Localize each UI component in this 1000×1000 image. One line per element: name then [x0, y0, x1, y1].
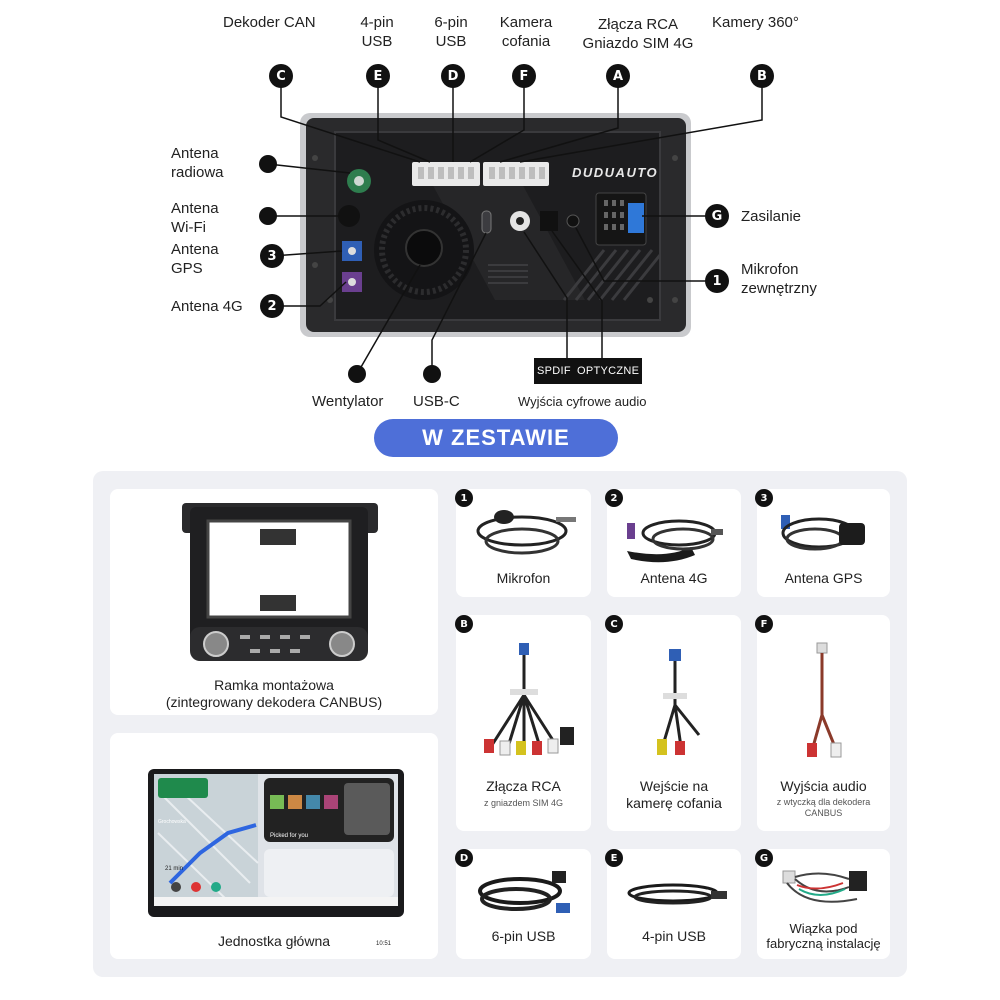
gps-antenna-illustration: [781, 515, 865, 551]
usb6-cable-illustration: [478, 871, 570, 913]
kit-mic-title: Mikrofon: [496, 570, 551, 586]
rear-panel-diagram: Dekoder CAN 4-pin USB 6-pin USB Kamera c…: [0, 0, 1000, 470]
mic-illustration: [476, 510, 576, 555]
kit-badge-g: G: [755, 849, 773, 867]
label-radio-antenna: Antena radiowa: [171, 145, 224, 181]
kit-card-4g: Antena 4G: [607, 489, 741, 597]
label-rear-camera: Kamera cofania: [499, 14, 553, 50]
kit-card-head-unit: Grochowska 21 min Picked for you 10:51 J…: [110, 733, 438, 959]
lte-antenna-illustration: [627, 519, 723, 563]
badge-g: G: [705, 204, 729, 228]
kit-badge-e: E: [605, 849, 623, 867]
usb4-cable-illustration: [627, 883, 727, 905]
badge-c: C: [269, 64, 293, 88]
kit-badge-1: 1: [455, 489, 473, 507]
optical-port: [540, 211, 558, 231]
badge-3: 3: [260, 244, 284, 268]
label-rca: Złącza RCA Gniazdo SIM 4G: [582, 16, 694, 52]
kit-card-usb4: 4-pin USB: [607, 849, 741, 959]
status-time: 10:51: [376, 941, 392, 947]
label-digital-audio: Wyjścia cyfrowe audio: [518, 394, 647, 409]
kit-audio-subtitle: z wtyczką dla dekodera CANBUS: [776, 797, 871, 818]
wiring-harness-illustration: [782, 870, 867, 903]
power-connector-clip: [628, 203, 644, 233]
mic-jack: [566, 214, 580, 228]
label-mic: Mikrofon zewnętrzny: [741, 261, 817, 297]
audio-outputs-illustration: [807, 642, 842, 758]
kit-badge-b: B: [455, 615, 473, 633]
kit-gps-title: Antena GPS: [784, 570, 863, 586]
label-wifi-antenna: Antena Wi-Fi: [171, 200, 219, 236]
media-picked: Picked for you: [270, 833, 309, 839]
camera-harness-illustration: [657, 649, 701, 755]
kit-card-rca: Złącza RCA z gniazdem SIM 4G: [456, 615, 591, 831]
kit-badge-c: C: [605, 615, 623, 633]
kit-harness-title: Wiązka pod fabryczną instalację: [766, 921, 881, 951]
label-usb6: 6-pin USB: [434, 14, 468, 50]
kit-unit-title: Jednostka główna: [217, 933, 331, 949]
kit-card-audio: Wyjścia audio z wtyczką dla dekodera CAN…: [757, 615, 890, 831]
map-eta: 21 min: [165, 866, 184, 872]
label-power: Zasilanie: [741, 208, 802, 225]
kit-panel: Ramka montażowa (zintegrowany dekodera C…: [93, 471, 907, 977]
label-usb4: 4-pin USB: [360, 14, 394, 50]
badge-1: 1: [705, 269, 729, 293]
usbc-port: [481, 210, 492, 234]
kit-badge-2: 2: [605, 489, 623, 507]
rear-panel-illustration: [267, 76, 763, 375]
fan-hub: [405, 229, 443, 267]
kit-card-harness: Wiązka pod fabryczną instalację: [757, 849, 890, 959]
badge-b: B: [750, 64, 774, 88]
label-can-decoder: Dekoder CAN: [223, 14, 316, 31]
label-usbc: USB-C: [413, 393, 460, 410]
mounting-frame-illustration: [182, 503, 378, 661]
kit-card-mic: Mikrofon: [456, 489, 591, 597]
badge-f: F: [512, 64, 536, 88]
kit-badge-3: 3: [755, 489, 773, 507]
kit-card-camera: Wejście na kamerę cofania: [607, 615, 741, 831]
trim-plate: [430, 180, 585, 300]
kit-heading: W ZESTAWIE: [374, 419, 618, 457]
marker-usbc: [423, 365, 441, 383]
kit-rca-title: Złącza RCA: [486, 778, 561, 794]
leader-lines: [267, 76, 763, 375]
device-brand-logo: DUDUAUTO: [572, 165, 659, 180]
badge-2: 2: [260, 294, 284, 318]
label-fan: Wentylator: [312, 393, 384, 410]
vent-hatching: [562, 249, 662, 301]
badge-a: A: [606, 64, 630, 88]
label-gps-antenna: Antena GPS: [171, 241, 219, 277]
tag-optical: OPTYCZNE: [574, 358, 643, 384]
kit-badge-f: F: [755, 615, 773, 633]
kit-frame-title: Ramka montażowa (zintegrowany dekodera C…: [165, 677, 383, 710]
badge-d: D: [441, 64, 465, 88]
marker-fan: [348, 365, 366, 383]
kit-audio-title: Wyjścia audio: [780, 778, 867, 794]
kit-card-frame: Ramka montażowa (zintegrowany dekodera C…: [110, 489, 438, 715]
marker-radio: [259, 155, 277, 173]
kit-card-gps: Antena GPS: [757, 489, 890, 597]
tag-spdif: SPDIF: [534, 358, 574, 384]
label-lte-antenna: Antena 4G: [171, 298, 243, 315]
kit-card-usb6: 6-pin USB: [456, 849, 591, 959]
kit-badge-d: D: [455, 849, 473, 867]
marker-wifi: [259, 207, 277, 225]
rca-harness-illustration: [484, 643, 574, 756]
kit-rca-subtitle: z gniazdem SIM 4G: [483, 798, 564, 808]
label-cam360: Kamery 360°: [712, 14, 799, 31]
map-street-name: Grochowska: [158, 819, 186, 825]
kit-camera-title: Wejście na kamerę cofania: [626, 778, 722, 811]
head-unit-illustration: [148, 769, 404, 917]
vent-grille: [488, 264, 528, 284]
badge-e: E: [366, 64, 390, 88]
kit-4g-title: Antena 4G: [640, 570, 708, 586]
wifi-antenna-port: [338, 205, 360, 227]
kit-usb4-title: 4-pin USB: [642, 928, 706, 944]
kit-usb6-title: 6-pin USB: [491, 928, 556, 944]
